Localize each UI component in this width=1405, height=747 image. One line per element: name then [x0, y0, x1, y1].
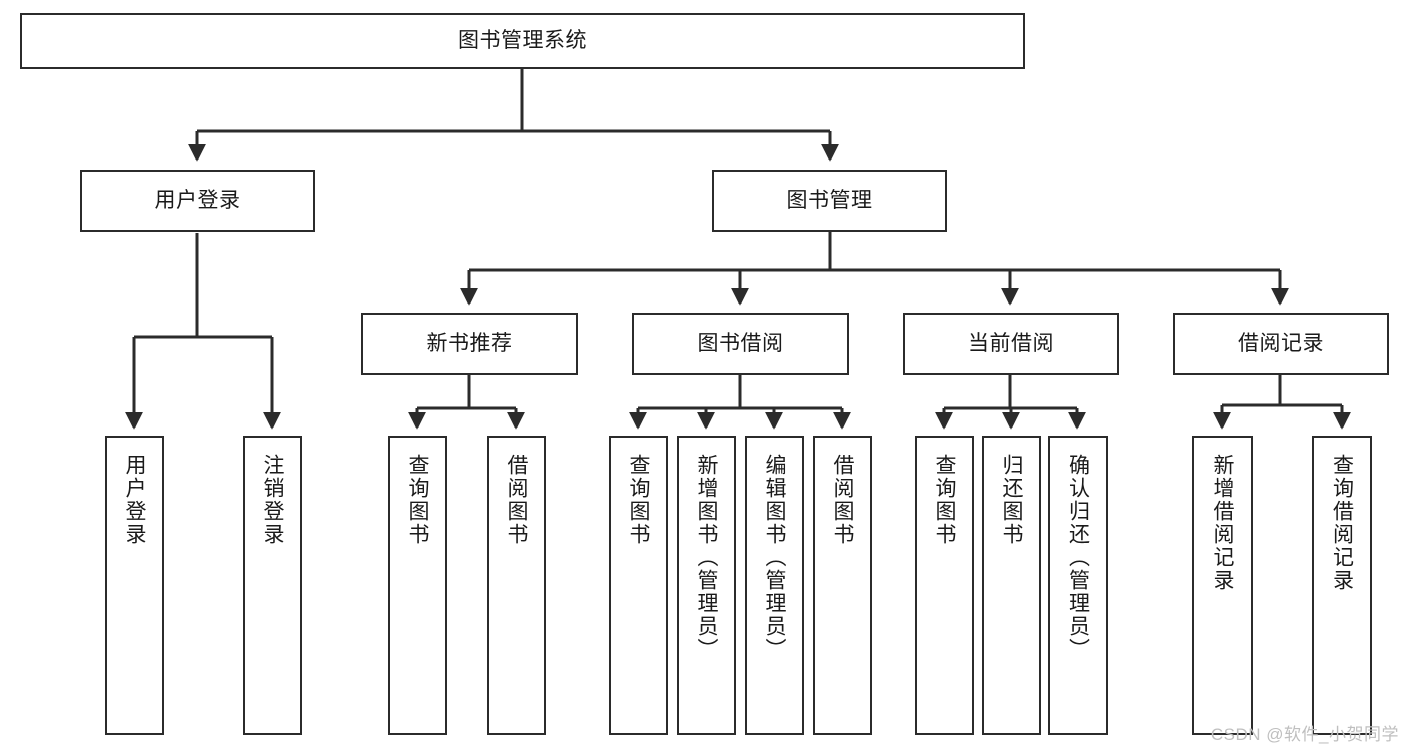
node-label: 借阅记录 — [1238, 331, 1324, 355]
node-label: 借阅图书 — [505, 454, 528, 546]
node-label: 查询图书 — [627, 454, 650, 546]
node-label: 当前借阅 — [968, 331, 1054, 355]
node-label: 图书管理 — [786, 188, 873, 212]
leaf-record-add-record[interactable]: 新增借阅记录 — [1192, 436, 1253, 735]
leaf-current-confirm-return-admin[interactable]: 确认归还（管理员） — [1048, 436, 1108, 735]
node-book-borrow[interactable]: 图书借阅 — [632, 313, 849, 375]
node-label: 查询图书 — [406, 454, 429, 546]
leaf-current-query-book[interactable]: 查询图书 — [915, 436, 974, 735]
node-label: 确认归还（管理员） — [1066, 454, 1090, 661]
leaf-borrow-query-book[interactable]: 查询图书 — [609, 436, 668, 735]
node-label: 归还图书 — [1000, 454, 1023, 546]
node-current-borrow[interactable]: 当前借阅 — [903, 313, 1119, 375]
leaf-current-return-book[interactable]: 归还图书 — [982, 436, 1041, 735]
leaf-user-login-signin[interactable]: 用户登录 — [105, 436, 164, 735]
leaf-recommend-query-book[interactable]: 查询图书 — [388, 436, 447, 735]
leaf-user-login-signout[interactable]: 注销登录 — [243, 436, 302, 735]
node-label: 查询图书 — [933, 454, 956, 546]
node-label: 借阅图书 — [831, 454, 854, 546]
node-label: 用户登录 — [123, 454, 146, 546]
leaf-borrow-borrow-book[interactable]: 借阅图书 — [813, 436, 872, 735]
node-label: 新增图书（管理员） — [695, 454, 718, 661]
leaf-borrow-add-book-admin[interactable]: 新增图书（管理员） — [677, 436, 736, 735]
node-label: 编辑图书（管理员） — [763, 454, 786, 661]
leaf-recommend-borrow-book[interactable]: 借阅图书 — [487, 436, 546, 735]
node-label: 查询借阅记录 — [1330, 454, 1354, 592]
node-label: 新书推荐 — [426, 331, 513, 355]
node-new-book-recommend[interactable]: 新书推荐 — [361, 313, 578, 375]
node-label: 用户登录 — [154, 188, 241, 212]
node-user-login[interactable]: 用户登录 — [80, 170, 315, 232]
leaf-record-query-record[interactable]: 查询借阅记录 — [1312, 436, 1372, 735]
node-borrow-record[interactable]: 借阅记录 — [1173, 313, 1389, 375]
node-label: 新增借阅记录 — [1211, 454, 1234, 592]
node-label: 注销登录 — [261, 454, 284, 546]
node-label: 图书管理系统 — [458, 28, 587, 52]
node-book-management[interactable]: 图书管理 — [712, 170, 947, 232]
node-root-system[interactable]: 图书管理系统 — [20, 13, 1025, 69]
watermark-text: CSDN @软件_小贺同学 — [1210, 725, 1399, 744]
node-label: 图书借阅 — [697, 331, 784, 355]
leaf-borrow-edit-book-admin[interactable]: 编辑图书（管理员） — [745, 436, 804, 735]
